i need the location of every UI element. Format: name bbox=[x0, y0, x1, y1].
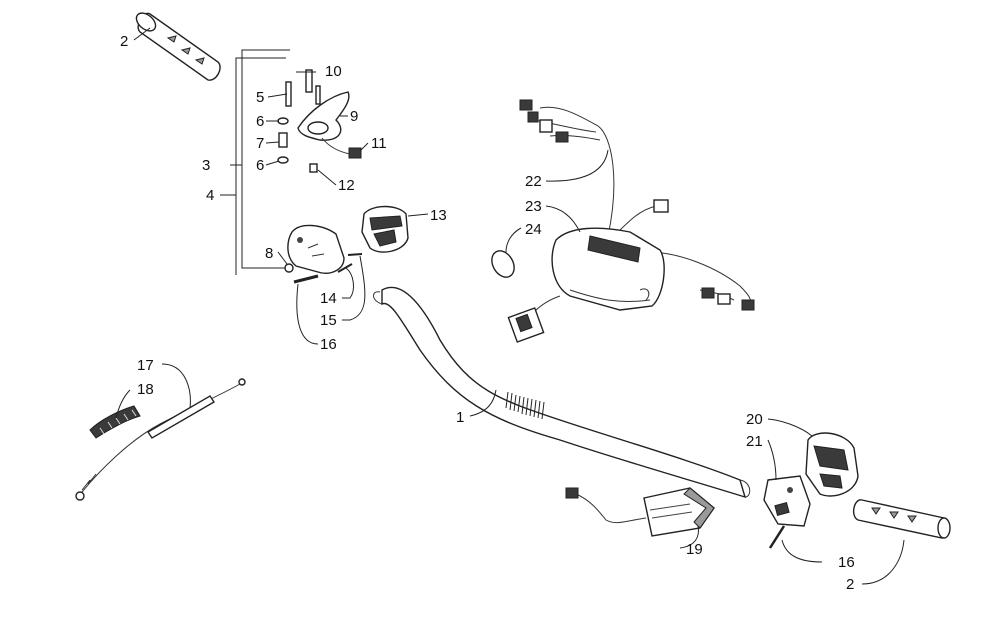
callout-11: 11 bbox=[371, 135, 387, 152]
leader-lines bbox=[115, 27, 905, 585]
control-module bbox=[551, 227, 665, 311]
callout-13: 13 bbox=[430, 207, 447, 224]
callout-22: 22 bbox=[525, 173, 542, 190]
callout-1: 1 bbox=[456, 409, 464, 426]
callout-5: 5 bbox=[256, 89, 264, 106]
right-switch-housing bbox=[805, 432, 859, 497]
callout-9: 9 bbox=[350, 108, 358, 125]
callout-24: 24 bbox=[525, 221, 542, 238]
throttle-lever bbox=[297, 91, 350, 141]
throttle-housing bbox=[284, 224, 345, 274]
callout-18: 18 bbox=[137, 381, 154, 398]
callout-3: 3 bbox=[202, 157, 210, 174]
grip-heater bbox=[565, 487, 715, 537]
callout-20: 20 bbox=[746, 411, 763, 428]
throttle-cable bbox=[75, 378, 246, 501]
callout-2: 2 bbox=[120, 33, 128, 50]
callout-2: 2 bbox=[846, 576, 854, 593]
wiring-harness bbox=[507, 99, 755, 343]
housing-screws bbox=[293, 253, 363, 284]
callout-19: 19 bbox=[686, 541, 703, 558]
right-grip bbox=[852, 499, 951, 539]
left-grip bbox=[135, 12, 221, 81]
callout-16: 16 bbox=[320, 336, 337, 353]
lever-sensor-wire bbox=[321, 137, 362, 159]
left-switch-housing bbox=[361, 205, 409, 253]
callout-7: 7 bbox=[256, 135, 264, 152]
retaining-ring bbox=[491, 250, 515, 278]
group-bracket bbox=[235, 49, 290, 275]
small-hardware bbox=[277, 69, 321, 173]
callout-14: 14 bbox=[320, 290, 337, 307]
handlebar bbox=[373, 286, 751, 499]
cable-boot bbox=[89, 405, 141, 439]
callout-labels: 2 10 5 6 9 7 11 3 6 12 4 13 8 14 15 16 2… bbox=[120, 33, 855, 593]
callout-15: 15 bbox=[320, 312, 337, 329]
callout-8: 8 bbox=[265, 245, 273, 262]
callout-10: 10 bbox=[325, 63, 342, 80]
callout-16: 16 bbox=[838, 554, 855, 571]
callout-17: 17 bbox=[137, 357, 154, 374]
callout-12: 12 bbox=[338, 177, 355, 194]
callout-4: 4 bbox=[206, 187, 214, 204]
switch-mount-bracket bbox=[763, 475, 811, 549]
callout-21: 21 bbox=[746, 433, 763, 450]
callout-6: 6 bbox=[256, 113, 264, 130]
callout-6: 6 bbox=[256, 157, 264, 174]
callout-23: 23 bbox=[525, 198, 542, 215]
